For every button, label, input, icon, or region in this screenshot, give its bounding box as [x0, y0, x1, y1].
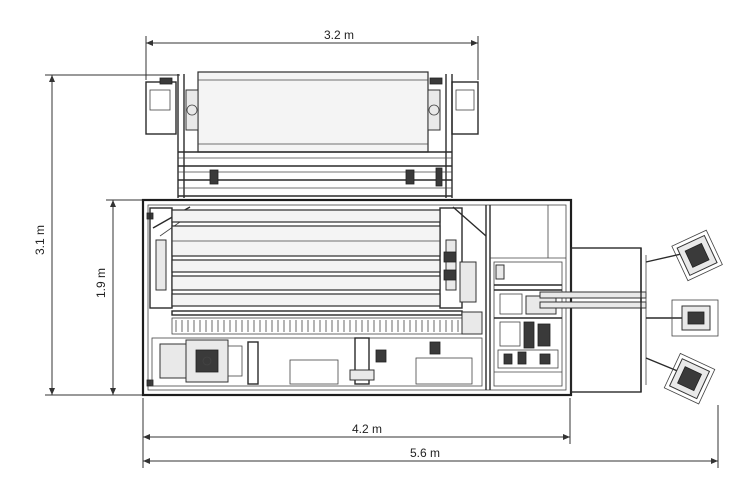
dimension-label-inner-height: 1.9 m	[94, 268, 108, 298]
motor	[159, 339, 243, 383]
lower-components	[151, 337, 483, 387]
roller-section	[149, 206, 487, 335]
dimension-label-left-height: 3.1 m	[33, 225, 47, 255]
comb-strip	[175, 320, 459, 332]
right-mechanism	[493, 261, 563, 387]
dimension-label-total-length: 5.6 m	[410, 446, 440, 460]
dimension-inner-height: 1.9 m	[94, 199, 145, 395]
dimension-label-top-width: 3.2 m	[324, 28, 354, 42]
dimension-left-height: 3.1 m	[33, 74, 180, 396]
output-bay	[539, 247, 647, 393]
upper-roller-unit	[145, 71, 479, 198]
dimension-body-length: 4.2 m	[142, 398, 571, 444]
gripper-arm-bottom	[645, 352, 716, 405]
dimension-label-body-length: 4.2 m	[352, 422, 382, 436]
dimension-total-length: 5.6 m	[142, 405, 719, 468]
dimension-top-width: 3.2 m	[145, 28, 479, 80]
gripper-arm-middle	[646, 299, 719, 337]
gripper-arm-top	[645, 229, 723, 282]
